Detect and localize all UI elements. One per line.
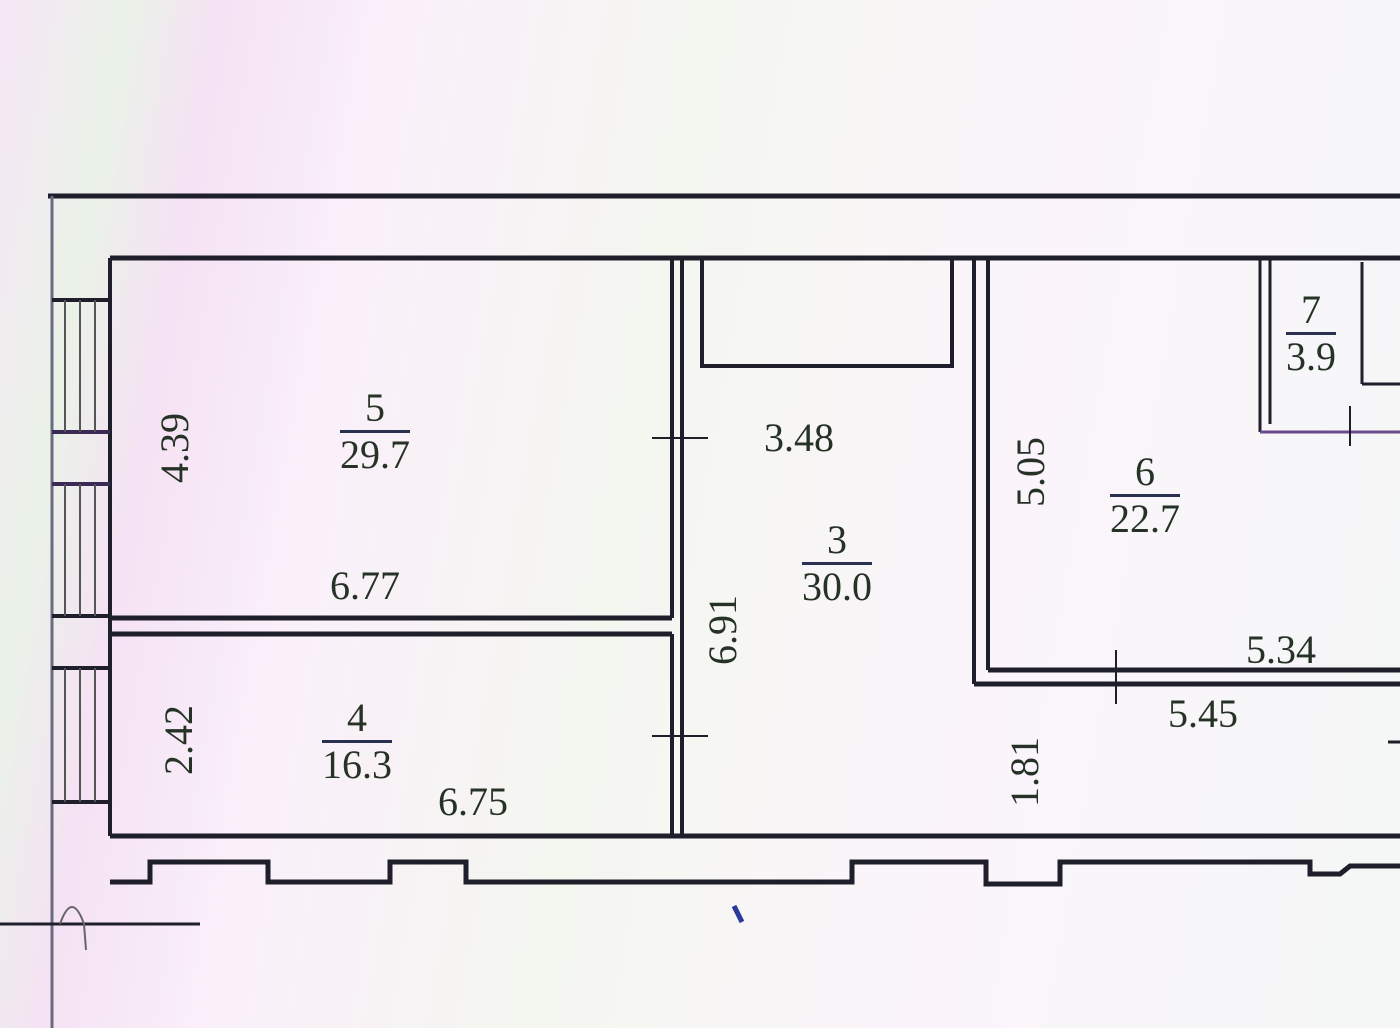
room-4-label: 4 16.3 (322, 695, 392, 787)
room-5-label: 5 29.7 (340, 385, 410, 477)
room-5-height: 4.39 (152, 413, 197, 483)
room-6-width: 5.34 (1246, 627, 1316, 672)
window-left-1 (52, 298, 110, 804)
corridor-width: 5.45 (1168, 691, 1238, 736)
room-7-label: 7 3.9 (1286, 287, 1336, 379)
room-3-width: 3.48 (764, 415, 834, 460)
corridor-height: 1.81 (1002, 737, 1047, 807)
room-5-width: 6.77 (330, 563, 400, 608)
room-3-label: 3 30.0 (802, 517, 872, 609)
room-4-width: 6.75 (438, 779, 508, 824)
room-3-height: 6.91 (700, 595, 745, 665)
room-6-label: 6 22.7 (1110, 449, 1180, 541)
room-6-height: 5.05 (1008, 437, 1053, 507)
room-4-height: 2.42 (156, 705, 201, 775)
